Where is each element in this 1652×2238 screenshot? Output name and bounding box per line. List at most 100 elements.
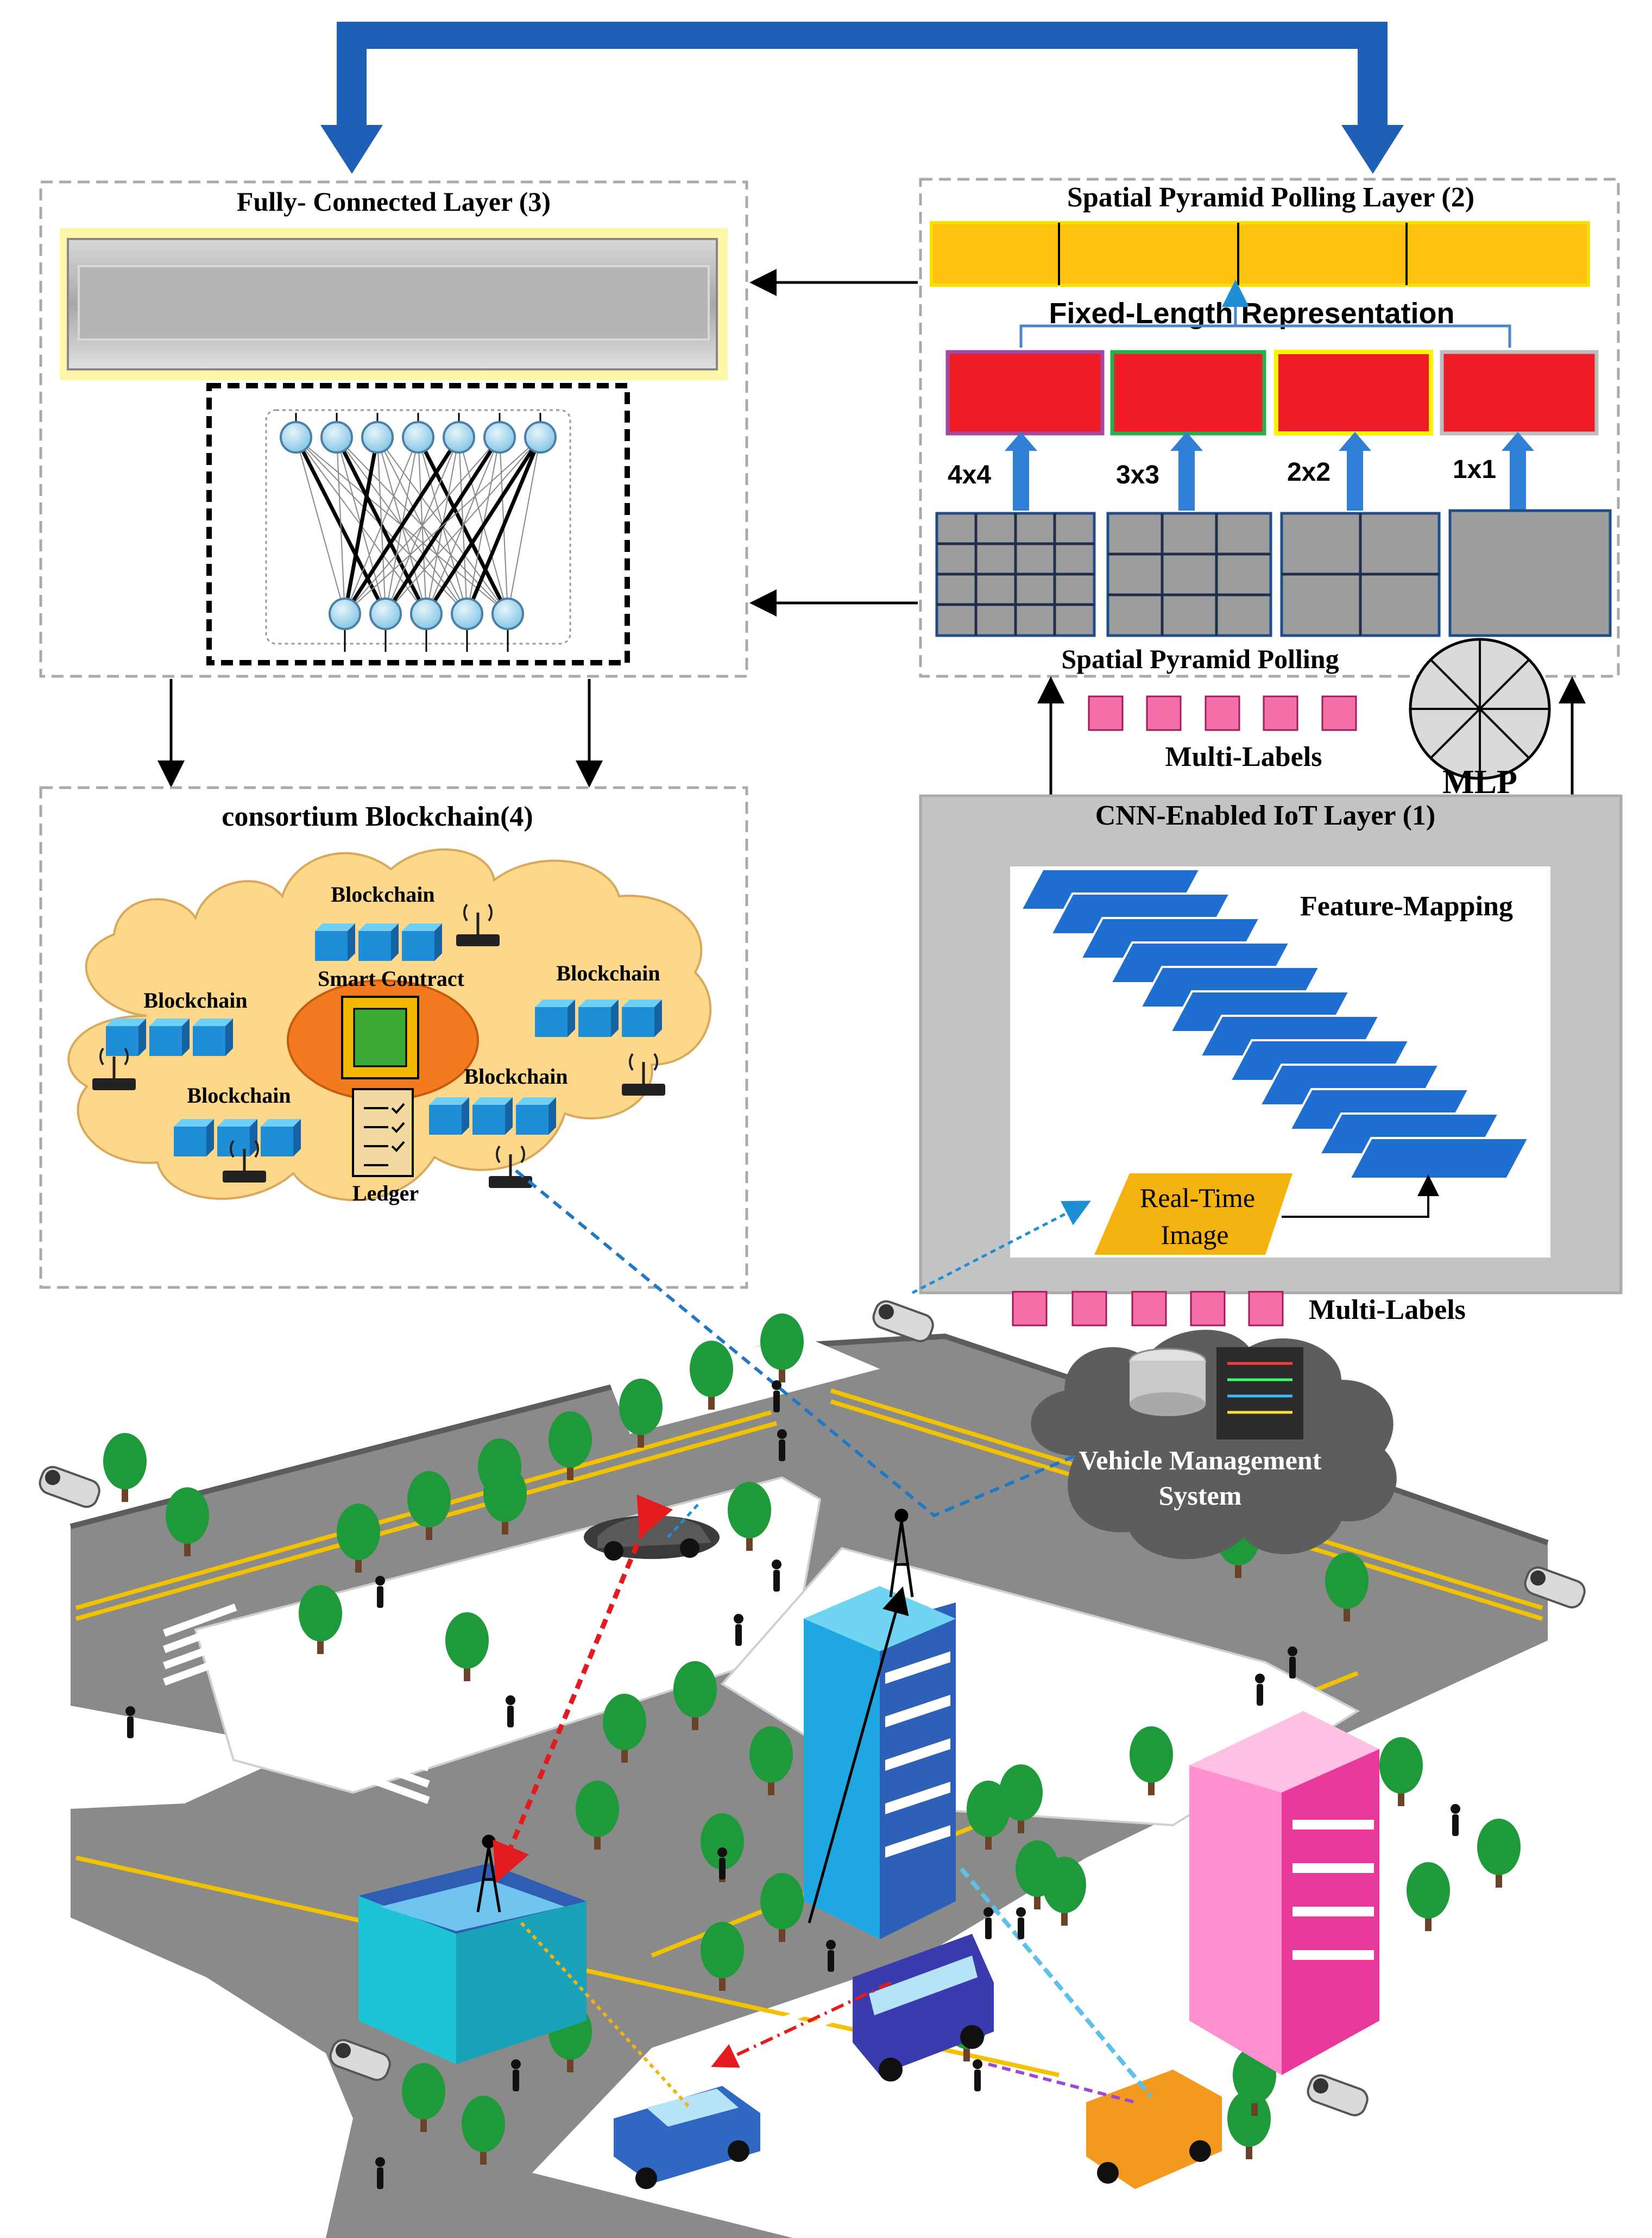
tree-crown (728, 1482, 771, 1538)
chain-cube-front (315, 931, 348, 961)
chain-cube-top (358, 923, 399, 931)
chain-cube-side (391, 923, 399, 961)
chain-cube-side (434, 923, 442, 961)
router-icon (456, 934, 500, 946)
fully-connected-layer: Fully- Connected Layer (3) (39, 180, 748, 678)
pedestrian-body (1018, 1918, 1024, 1939)
router-signal (629, 1053, 658, 1071)
pedestrian-body (1289, 1657, 1296, 1678)
pedestrian-body (985, 1918, 992, 1939)
antenna-tower-station (476, 1834, 501, 1913)
router-signal (230, 1140, 259, 1158)
ledger-icon (352, 1088, 414, 1177)
tree-crown (483, 1466, 527, 1522)
pedestrian-body (828, 1950, 834, 1972)
real-time-text-1: Real-Time (1140, 1183, 1255, 1213)
tree-crown (760, 1873, 804, 1929)
nn-node (329, 598, 361, 630)
nn-node (483, 421, 516, 454)
multi-labels-upper: Multi-Labels (1088, 695, 1357, 772)
fixed-length-label: Fixed-Length Representation (1049, 297, 1454, 330)
pedestrian-body (377, 1586, 383, 1608)
chain-cube-front (402, 931, 434, 961)
tree-crown (760, 1313, 804, 1370)
chain-cube-side (206, 1119, 214, 1156)
tree-crown (673, 1661, 717, 1718)
grid-3x3 (1106, 512, 1272, 637)
feature-map-stack (1019, 868, 1531, 1180)
chain-cube-top (217, 1119, 257, 1127)
chain-cube-front (358, 931, 391, 961)
cctv-lens (336, 2043, 351, 2058)
mlp-icon: MLP (1409, 638, 1551, 801)
orange-truck (1086, 2070, 1222, 2189)
tree-crown (1227, 2090, 1271, 2147)
grid-2x2 (1280, 512, 1441, 637)
chain-cube-front (578, 1007, 611, 1037)
chain-cube-front (149, 1026, 182, 1056)
nn-node (280, 421, 312, 454)
multi-labels-lower-text: Multi-Labels (1309, 1294, 1466, 1325)
router-icon (92, 1078, 136, 1090)
tree-crown (1379, 1737, 1423, 1794)
nn-node (451, 598, 483, 630)
real-time-text-2: Image (1161, 1219, 1229, 1250)
tree-crown (749, 1726, 793, 1783)
cctv-camera (39, 1466, 100, 1508)
tree-crown (407, 1471, 451, 1527)
nn-node (402, 421, 434, 454)
chain-cube-side (548, 1097, 556, 1135)
pedestrian-body (1257, 1684, 1263, 1706)
nn-edge (343, 437, 380, 614)
smart-contract-label: Smart Contract (318, 966, 465, 991)
pedestrian-body (779, 1439, 785, 1461)
pedestrian-head (506, 1695, 515, 1705)
chain-cube-side (348, 923, 355, 961)
tree-crown (103, 1433, 147, 1489)
vehicle-management-cloud: Vehicle Management System (1031, 1329, 1397, 1560)
blockchain-cubes (106, 923, 662, 1156)
tree-crown (445, 1612, 489, 1669)
blockchain-title: consortium Blockchain(4) (222, 801, 533, 832)
pedestrian-head (1016, 1907, 1026, 1917)
chain-cube-top (174, 1119, 214, 1127)
pink-tower (1189, 1711, 1379, 2075)
pedestrian-body (974, 2070, 981, 2091)
nn-edge (343, 436, 461, 615)
cnn-title: CNN-Enabled IoT Layer (1) (1095, 800, 1435, 831)
pedestrian-head (973, 2059, 982, 2069)
nn-node (410, 598, 443, 630)
chain-cube-front (516, 1105, 548, 1135)
cnn-iot-layer: CNN-Enabled IoT Layer (1) Feature-Mappin… (919, 794, 1623, 1294)
tree-crown (1016, 1840, 1059, 1897)
grid-label-4x4: 4x4 (948, 461, 991, 489)
router-signal (463, 903, 493, 922)
spp-output-bar (930, 221, 1590, 287)
multi-labels-lower: Multi-Labels (1012, 1291, 1466, 1327)
chain-cube-side (611, 999, 619, 1037)
pedestrian-body (773, 1391, 780, 1412)
router-signal (99, 1047, 129, 1066)
tree-crown (1130, 1726, 1173, 1783)
neural-network-nodes (280, 413, 557, 652)
pedestrians (125, 1380, 1460, 2189)
tree-crown (1325, 1552, 1369, 1609)
grid-1x1 (1448, 509, 1612, 637)
multi-labels-upper-text: Multi-Labels (1165, 741, 1322, 772)
pedestrian-body (719, 1858, 726, 1879)
chain-cube-front (106, 1026, 138, 1056)
nn-edge (344, 437, 500, 614)
antenna-tower-rooftop (889, 1508, 914, 1598)
chain-cube-top (535, 999, 575, 1007)
pedestrian-head (772, 1560, 781, 1569)
tree-crown (701, 1922, 744, 1978)
router-icon (489, 1176, 532, 1188)
tree-crown (619, 1379, 663, 1435)
cctv-lens (1313, 2078, 1328, 2094)
chain-cube-top (149, 1019, 190, 1026)
pedestrian-body (377, 2167, 383, 2189)
feature-mapping-label: Feature-Mapping (1300, 891, 1513, 922)
nn-edge (336, 437, 345, 614)
tree-crown (337, 1504, 380, 1560)
grid-label-1x1: 1x1 (1453, 455, 1496, 484)
